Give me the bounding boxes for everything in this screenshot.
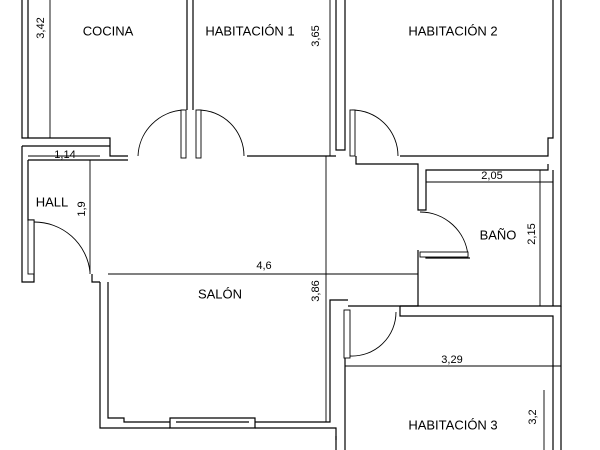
door-swing-habitacion-1-right (197, 109, 245, 157)
wall-salon-window (169, 417, 256, 429)
dim-label-bano-height: 2,15 (526, 223, 538, 244)
wall-cocina-right (186, 0, 194, 110)
door-swing-habitacion-2 (351, 109, 399, 157)
room-labels: COCINA HABITACIÓN 1 HABITACIÓN 2 HALL BA… (36, 23, 517, 432)
dim-label-habitacion-3-height: 3,2 (527, 409, 539, 424)
dim-label-bano-width: 2,05 (481, 170, 502, 182)
wall-salon-left (99, 282, 170, 429)
doors (27, 109, 469, 359)
wall-cocina-left (21, 0, 128, 157)
door-leaf-habitacion-1-left (180, 109, 187, 159)
dim-label-cocina-height: 3,42 (35, 17, 47, 38)
dim-label-salon-height: 3,86 (310, 280, 322, 301)
door-leaf-habitacion-2 (349, 109, 356, 157)
room-label-hall: HALL (36, 194, 69, 209)
door-leaf-habitacion-1-right (195, 109, 202, 159)
room-label-habitacion-1: HABITACIÓN 1 (205, 23, 294, 38)
dimension-lines (28, 0, 561, 450)
door-leaf-bano (419, 251, 469, 258)
door-leaf-habitacion-3 (343, 309, 351, 359)
door-swing-bano (419, 211, 469, 257)
dim-label-hall-top-width: 1,14 (54, 149, 75, 161)
door-leaf-hall (27, 219, 35, 275)
door-swing-habitacion-1-left (137, 109, 185, 157)
room-label-cocina: COCINA (83, 23, 134, 38)
wall-bano-top (355, 156, 549, 211)
wall-hab3-top (399, 306, 562, 450)
room-label-salon: SALÓN (198, 286, 242, 301)
wall-hall-divider (91, 274, 100, 283)
wall-hab1-right (335, 0, 346, 151)
room-label-habitacion-2: HABITACIÓN 2 (408, 23, 497, 38)
walls (21, 0, 562, 450)
wall-hall-top (22, 145, 128, 161)
dim-label-habitacion-1-height: 3,65 (310, 25, 322, 46)
dim-label-habitacion-3-width: 3,29 (441, 354, 462, 366)
dim-label-salon-width: 4,6 (256, 260, 271, 272)
wall-salon-bottom (255, 299, 348, 440)
dimension-labels: 3,42 3,65 1,14 1,9 2,05 2,15 4,6 3,86 3,… (35, 17, 539, 424)
door-swing-hall (33, 221, 91, 273)
dim-label-hall-height: 1,9 (76, 201, 88, 216)
room-label-bano: BAÑO (480, 227, 517, 242)
door-swing-habitacion-3 (349, 311, 397, 357)
wall-hab2-bottom (400, 0, 554, 157)
room-label-habitacion-3: HABITACIÓN 3 (408, 417, 497, 432)
wall-bano-left (348, 250, 470, 307)
